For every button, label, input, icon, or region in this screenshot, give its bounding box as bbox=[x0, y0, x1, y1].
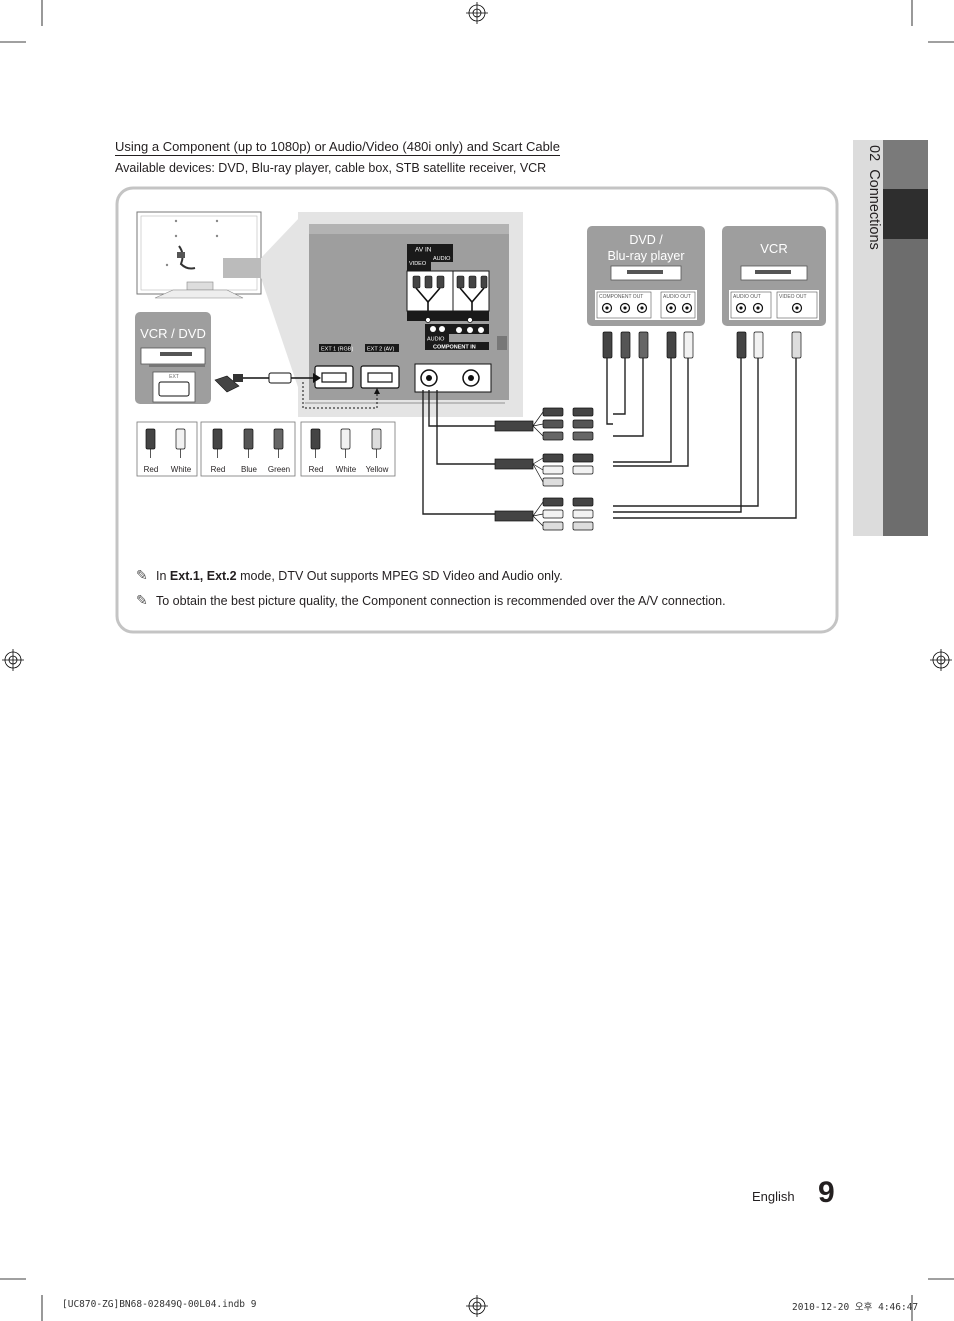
dvd-audio-out-label: AUDIO OUT bbox=[663, 294, 691, 300]
vcr-dvd-label: VCR / DVD bbox=[140, 326, 206, 341]
registration-mark-top bbox=[466, 2, 488, 24]
legend-av-yellow: Yellow bbox=[366, 465, 389, 474]
component-in-label: COMPONENT IN bbox=[433, 345, 476, 351]
dvd-label-line2: Blu-ray player bbox=[607, 249, 684, 263]
plug-legend: Red White Red Blue Green Red White Yello… bbox=[136, 421, 396, 477]
page-number: 9 bbox=[818, 1176, 835, 1209]
av-in-label: AV IN bbox=[415, 247, 432, 254]
vcr-video-out-label: VIDEO OUT bbox=[779, 294, 807, 300]
dvd-component-out-label: COMPONENT OUT bbox=[599, 294, 643, 300]
legend-av-white: White bbox=[336, 465, 357, 474]
available-devices: Available devices: DVD, Blu-ray player, … bbox=[115, 161, 547, 175]
legend-component-green: Green bbox=[268, 465, 290, 474]
device-plugs bbox=[602, 331, 802, 359]
legend-av-red: Red bbox=[309, 465, 324, 474]
connection-diagram: AV IN VIDEO AUDIO AUDIO COMPONENT IN EXT… bbox=[115, 186, 839, 634]
legend-component-red: Red bbox=[211, 465, 226, 474]
note-ext-mode: ✎ In Ext.1, Ext.2 mode, DTV Out supports … bbox=[136, 567, 563, 584]
registration-mark-right bbox=[930, 649, 952, 671]
note-pencil-icon: ✎ bbox=[136, 592, 148, 608]
note-1-suffix: mode, DTV Out supports MPEG SD Video and… bbox=[236, 569, 563, 583]
chapter-number: 02 bbox=[866, 145, 882, 162]
note-pencil-icon: ✎ bbox=[136, 567, 148, 583]
vcr-audio-out-label: AUDIO OUT bbox=[733, 294, 761, 300]
chapter-label: 02 Connections bbox=[852, 145, 882, 285]
cable-bundles bbox=[494, 407, 594, 531]
vcr-dvd-device: VCR / DVD EXT bbox=[135, 312, 211, 404]
chapter-title: Connections bbox=[866, 169, 882, 250]
ext1-label: EXT 1 (RGB) bbox=[321, 347, 353, 353]
tv-jack-panel: AV IN VIDEO AUDIO AUDIO COMPONENT IN EXT… bbox=[305, 224, 509, 404]
legend-audio-white: White bbox=[171, 465, 192, 474]
cables bbox=[422, 358, 797, 519]
video-label: VIDEO bbox=[409, 261, 427, 267]
dvd-label-line1: DVD / bbox=[629, 233, 663, 247]
audio-label-top: AUDIO bbox=[433, 256, 451, 262]
scart-cable bbox=[214, 372, 380, 409]
section-heading: Using a Component (up to 1080p) or Audio… bbox=[115, 139, 560, 156]
scart-sockets bbox=[314, 365, 400, 389]
print-slug-file: [UC870-ZG]BN68-02849Q-00L04.indb 9 bbox=[62, 1299, 257, 1310]
note-2-text: To obtain the best picture quality, the … bbox=[156, 594, 726, 608]
tv-rear-icon bbox=[136, 211, 262, 299]
audio-label-bottom: AUDIO bbox=[427, 337, 445, 343]
print-slug-date: 2010-12-20 오후 4:46:47 bbox=[792, 1302, 919, 1313]
legend-component-blue: Blue bbox=[241, 465, 258, 474]
note-1-prefix: In bbox=[156, 569, 170, 583]
chapter-tab bbox=[853, 140, 928, 536]
legend-audio-red: Red bbox=[144, 465, 159, 474]
vcr-label: VCR bbox=[760, 241, 787, 256]
footer-language: English bbox=[752, 1189, 795, 1204]
scart-port-label: EXT bbox=[169, 374, 179, 380]
note-1-bold: Ext.1, Ext.2 bbox=[169, 569, 237, 583]
registration-mark-bottom bbox=[466, 1295, 488, 1317]
ext2-label: EXT 2 (AV) bbox=[367, 347, 394, 353]
vcr-device: VCR AUDIO OUT VIDEO OUT bbox=[722, 226, 826, 326]
dvd-bluray-device: DVD / Blu-ray player COMPONENT OUT AUDIO… bbox=[587, 226, 705, 326]
note-component-recommended: ✎ To obtain the best picture quality, the… bbox=[136, 592, 726, 609]
registration-mark-left bbox=[2, 649, 24, 671]
